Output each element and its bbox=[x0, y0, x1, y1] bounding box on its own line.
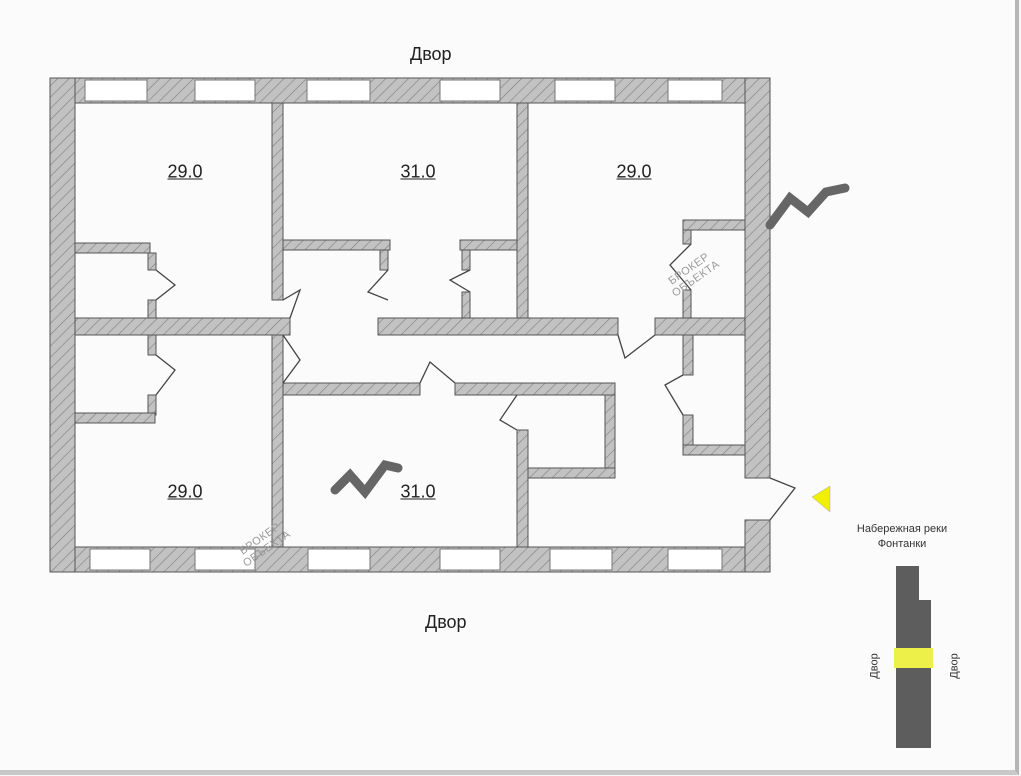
room-area-label: 31.0 bbox=[400, 161, 436, 182]
broker-logo-watermark bbox=[330, 183, 850, 500]
room-area-label: 29.0 bbox=[167, 481, 203, 502]
windows bbox=[84, 79, 723, 571]
entrance-marker bbox=[811, 485, 831, 513]
walls bbox=[49, 77, 771, 573]
room-area-label: 29.0 bbox=[616, 161, 652, 182]
courtyard-bottom-label: Двор bbox=[425, 612, 467, 632]
room-area-label: 29.0 bbox=[167, 161, 203, 182]
courtyard-top-label: Двор bbox=[410, 44, 452, 64]
doors bbox=[155, 243, 797, 521]
legend-street-label: Набережная реки Фонтанки bbox=[856, 523, 948, 550]
legend-left-label: Двор bbox=[868, 653, 881, 679]
legend-building bbox=[894, 566, 933, 748]
room-area-label: 31.0 bbox=[400, 481, 436, 502]
legend-right-label: Двор bbox=[948, 653, 961, 679]
